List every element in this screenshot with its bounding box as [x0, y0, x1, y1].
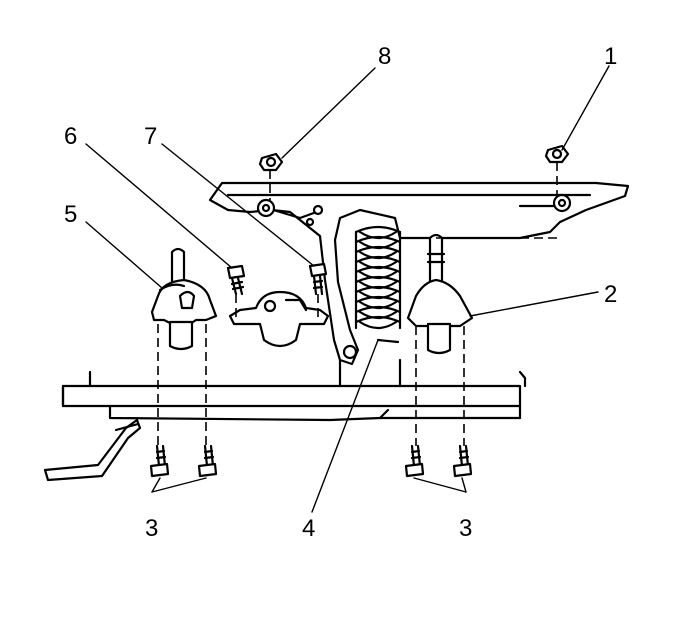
leader-lines	[85, 65, 610, 513]
mount-5	[150, 247, 218, 351]
bolt-6	[226, 264, 246, 296]
callout-8: 8	[378, 43, 391, 70]
callout-7: 7	[144, 123, 157, 150]
bolt-3-1	[149, 444, 170, 478]
mount-2	[406, 233, 474, 355]
lower-bracket-arm	[43, 418, 142, 482]
callout-6: 6	[64, 123, 77, 150]
center-mount	[228, 290, 330, 348]
callout-3-right: 3	[459, 515, 472, 542]
callout-3-left: 3	[145, 515, 158, 542]
coil-spring	[354, 225, 402, 344]
bolt-7	[308, 262, 328, 296]
callout-1: 1	[604, 43, 617, 70]
callout-5: 5	[64, 201, 77, 228]
bolt-3-3	[404, 444, 425, 478]
callout-2: 2	[604, 281, 617, 308]
nut-8	[258, 152, 284, 172]
nut-1	[544, 144, 570, 164]
base-frame	[61, 358, 527, 422]
bolt-3-4	[452, 444, 473, 478]
upper-bracket	[208, 181, 630, 366]
alignment-lines	[157, 162, 560, 446]
callout-4: 4	[302, 515, 315, 542]
bolt-3-2	[197, 444, 218, 478]
